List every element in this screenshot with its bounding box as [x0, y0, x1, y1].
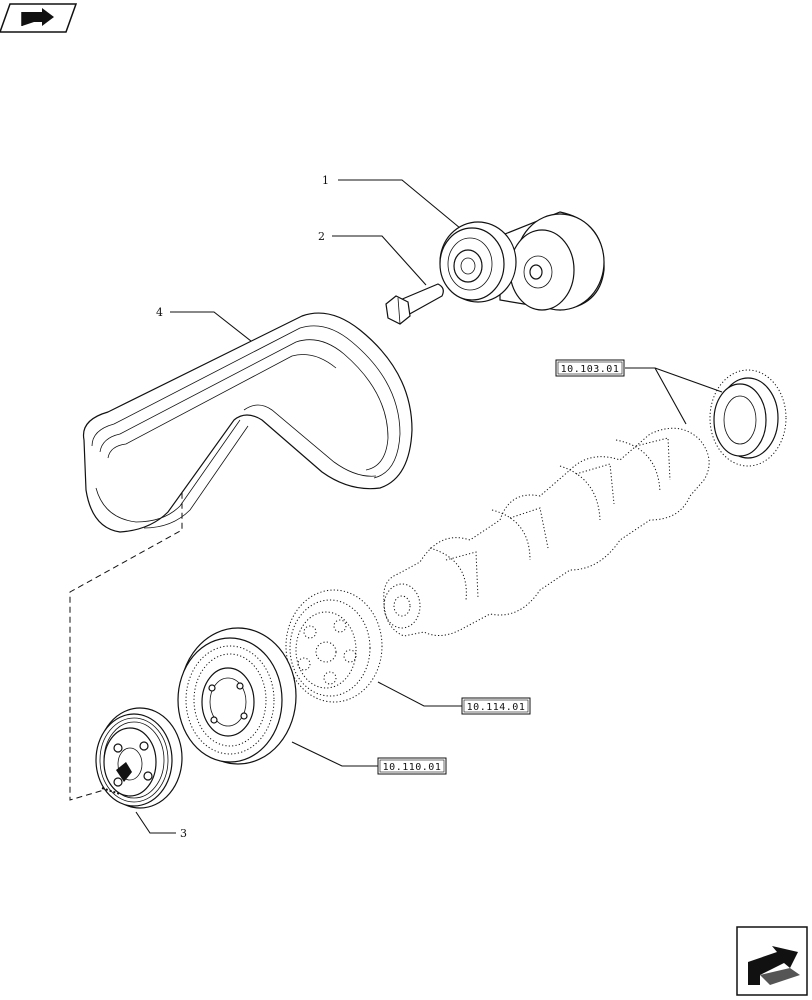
callout-1: 1 [322, 174, 329, 187]
back-arrow-icon[interactable] [0, 3, 78, 33]
reference-box-10-103-01[interactable]: 10.103.01 [555, 359, 625, 377]
callout-3: 3 [180, 827, 187, 840]
reference-box-10-110-01[interactable]: 10.110.01 [377, 757, 447, 775]
belt-tensioner [439, 211, 605, 311]
callout-2: 2 [318, 230, 325, 243]
timing-gear [709, 369, 787, 467]
next-arrow-icon[interactable] [736, 926, 808, 996]
leader-lines [135, 179, 723, 834]
reference-label: 10.114.01 [467, 702, 526, 713]
reference-label: 10.103.01 [561, 364, 620, 375]
reference-box-10-114-01[interactable]: 10.114.01 [461, 697, 531, 715]
crankshaft-pulley [95, 707, 183, 809]
alignment-dashed-line [69, 446, 183, 801]
crankshaft [383, 427, 710, 637]
viscous-damper [177, 627, 297, 765]
poly-v-belt [82, 312, 413, 533]
reference-label: 10.110.01 [383, 762, 442, 773]
callout-4: 4 [156, 306, 163, 319]
damper-hub [285, 589, 383, 703]
bolt [385, 283, 444, 325]
